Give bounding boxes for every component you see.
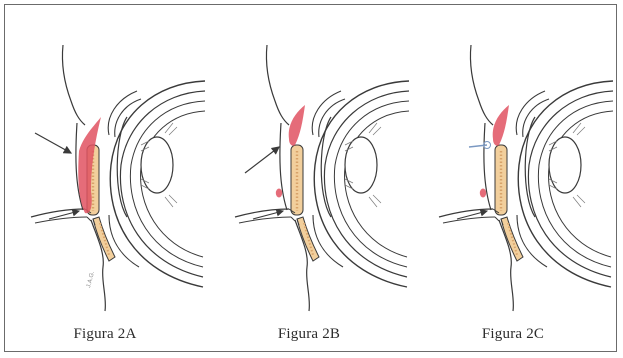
lesion [289,105,305,146]
arrow-icon [245,147,279,173]
panel-2c: Figura 2C [413,5,613,351]
eye-diagram-2c [413,5,613,315]
lesion [493,105,509,146]
arrow-icon [35,133,71,153]
caption-figura-2c: Figura 2C [413,326,613,343]
caption-figura-2a: Figura 2A [5,326,205,343]
eye-diagram-2a [5,5,205,315]
panel-2b: Figura 2B [209,5,409,351]
lesion-small [480,189,486,198]
caption-figura-2b: Figura 2B [209,326,409,343]
panel-2a: J.A.G. Figura 2A [5,5,205,351]
lesion-small [276,189,282,198]
eye-diagram-2b [209,5,409,315]
figure-frame: J.A.G. Figura 2A Figura 2B Fi [4,4,617,352]
